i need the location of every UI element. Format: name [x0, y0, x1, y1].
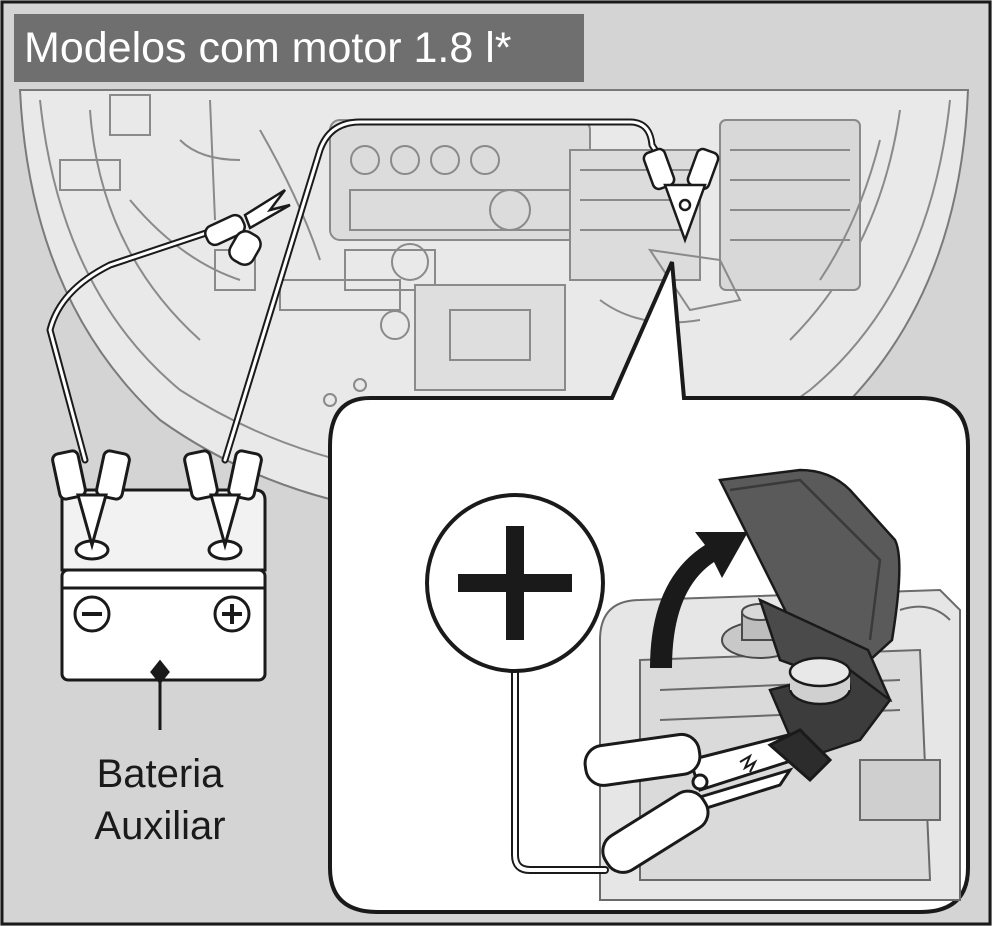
- jumper-cables: [46, 118, 669, 464]
- car-battery-clamp: [642, 147, 720, 244]
- booster-battery: [51, 449, 267, 730]
- plus-icon: [425, 493, 605, 673]
- plus-icon: [213, 595, 251, 633]
- callout-detail-panel: [328, 261, 970, 914]
- battery-label-line2: Auxiliar: [94, 804, 226, 848]
- positive-clamp: [583, 728, 833, 874]
- minus-icon: [73, 595, 111, 633]
- battery-label: Bateria Auxiliar: [70, 748, 250, 852]
- battery-label-line1: Bateria: [96, 752, 224, 796]
- title-banner: Modelos com motor 1.8 l*: [14, 14, 584, 82]
- curved-arrow-icon: [650, 532, 748, 668]
- page-title: Modelos com motor 1.8 l*: [24, 23, 512, 72]
- ground-clamp: [204, 188, 291, 266]
